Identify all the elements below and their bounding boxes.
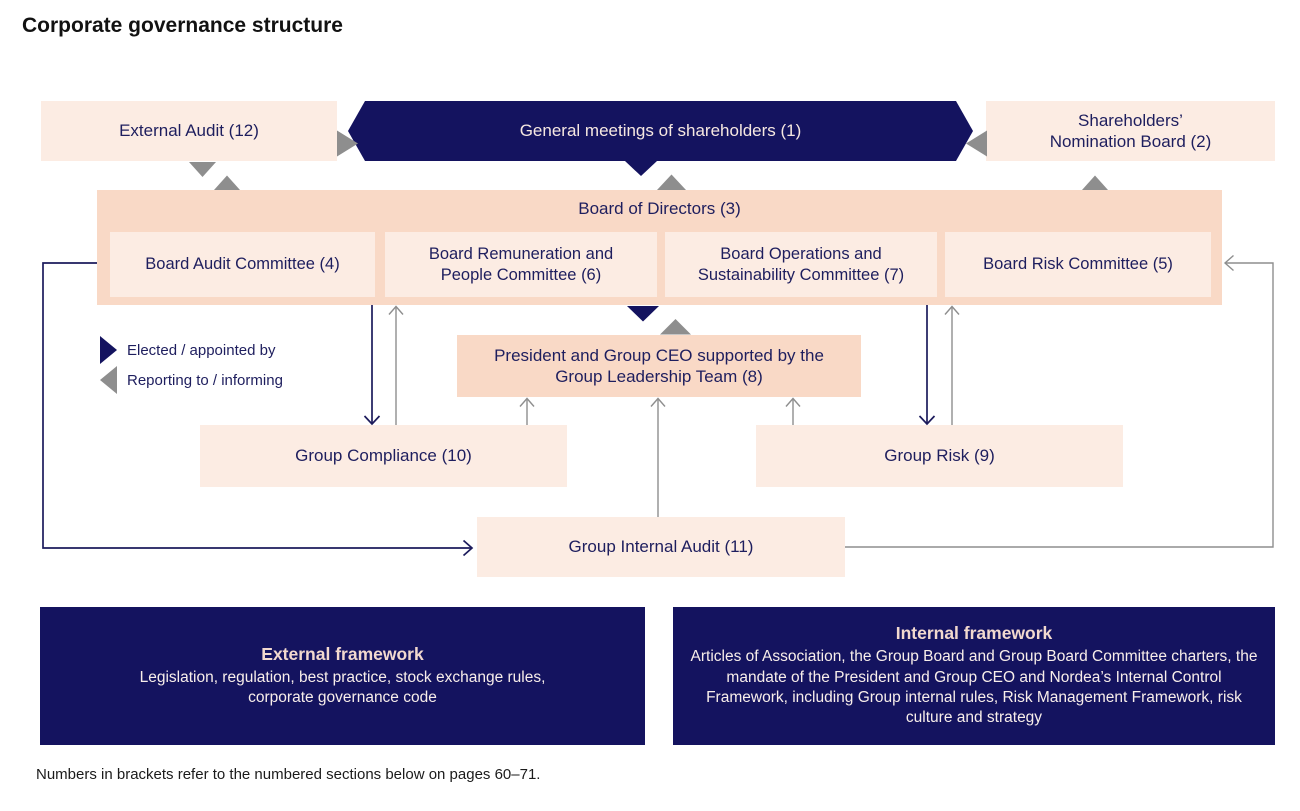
node-board-of-directors-label: Board of Directors (3) bbox=[578, 199, 741, 218]
node-external-audit-label: External Audit (12) bbox=[119, 121, 259, 141]
elected-connector-board-to-group-compliance bbox=[363, 305, 381, 426]
legend-reporting-arrow-icon bbox=[100, 366, 117, 394]
node-shareholders-nomination-board: Shareholders’ Nomination Board (2) bbox=[986, 101, 1275, 161]
reporting-arrow-external-audit-board-down-icon bbox=[189, 162, 216, 177]
page-title: Corporate governance structure bbox=[22, 14, 343, 37]
node-group-internal-audit-label: Group Internal Audit (11) bbox=[568, 537, 754, 557]
panel-internal-framework-title: Internal framework bbox=[895, 623, 1053, 644]
node-group-internal-audit: Group Internal Audit (11) bbox=[477, 517, 845, 577]
panel-external-framework-body: Legislation, regulation, best practice, … bbox=[139, 668, 546, 706]
node-group-compliance: Group Compliance (10) bbox=[200, 425, 567, 487]
node-board-risk-committee-label: Board Risk Committee (5) bbox=[983, 255, 1173, 274]
node-president-group-ceo-label: President and Group CEO supported by the… bbox=[494, 345, 824, 386]
legend-elected-label: Elected / appointed by bbox=[127, 341, 276, 359]
node-board-audit-committee-label: Board Audit Committee (4) bbox=[145, 255, 340, 274]
reporting-connector-group-compliance-to-board bbox=[388, 305, 404, 425]
reporting-connector-group-risk-to-ceo bbox=[785, 397, 801, 425]
node-group-compliance-label: Group Compliance (10) bbox=[295, 446, 472, 466]
panel-external-framework: External framework Legislation, regulati… bbox=[40, 607, 645, 745]
legend-reporting-label: Reporting to / informing bbox=[127, 371, 283, 389]
node-board-risk-committee: Board Risk Committee (5) bbox=[945, 232, 1211, 297]
reporting-arrow-board-to-nomination-board-icon bbox=[1082, 175, 1108, 190]
legend-elected-arrow-icon bbox=[100, 336, 117, 364]
node-shareholders-nomination-label: Shareholders’ Nomination Board (2) bbox=[1049, 110, 1212, 151]
node-board-remuneration-committee-label: Board Remuneration and People Committee … bbox=[428, 244, 614, 284]
elected-connector-board-to-group-internal-audit bbox=[42, 262, 474, 557]
panel-internal-framework-body: Articles of Association, the Group Board… bbox=[690, 648, 1258, 727]
node-board-operations-sustainability-committee: Board Operations and Sustainability Comm… bbox=[665, 232, 937, 297]
node-external-audit: External Audit (12) bbox=[41, 101, 337, 161]
elected-arrow-board-to-ceo-icon bbox=[627, 306, 659, 322]
panel-internal-framework: Internal framework Articles of Associati… bbox=[673, 607, 1275, 745]
node-board-audit-committee: Board Audit Committee (4) bbox=[110, 232, 375, 297]
reporting-connector-group-compliance-to-ceo bbox=[519, 397, 535, 425]
panel-external-framework-title: External framework bbox=[261, 643, 424, 664]
node-board-operations-sustainability-label: Board Operations and Sustainability Comm… bbox=[697, 244, 905, 284]
node-board-remuneration-committee: Board Remuneration and People Committee … bbox=[385, 232, 657, 297]
reporting-arrow-board-external-audit-up-icon bbox=[214, 175, 240, 190]
reporting-connector-group-risk-to-board bbox=[944, 305, 960, 425]
node-group-risk-label: Group Risk (9) bbox=[884, 446, 995, 466]
elected-arrow-general-meetings-to-board-icon bbox=[625, 161, 657, 176]
node-general-meetings-label: General meetings of shareholders (1) bbox=[519, 121, 802, 141]
footnote: Numbers in brackets refer to the numbere… bbox=[36, 766, 541, 783]
node-group-risk: Group Risk (9) bbox=[756, 425, 1123, 487]
reporting-arrow-board-to-general-meetings-icon bbox=[657, 174, 686, 190]
node-general-meetings-banner: General meetings of shareholders (1) bbox=[348, 101, 973, 161]
elected-connector-board-to-group-risk bbox=[918, 305, 936, 426]
node-president-group-ceo: President and Group CEO supported by the… bbox=[457, 335, 861, 397]
reporting-arrow-ceo-to-board-icon bbox=[660, 319, 691, 335]
reporting-connector-group-internal-audit-to-ceo bbox=[650, 397, 666, 517]
